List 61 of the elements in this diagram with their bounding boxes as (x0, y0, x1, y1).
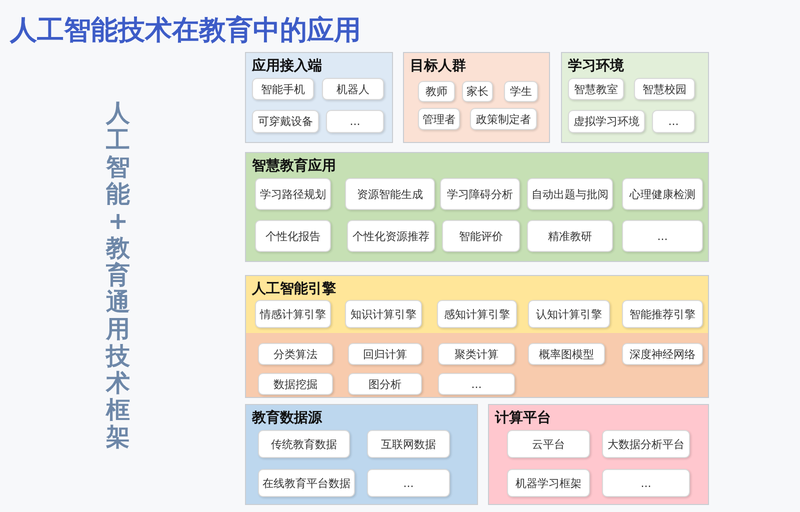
item-card: 传统教育数据 (258, 430, 350, 458)
band (246, 333, 708, 397)
layer-panel (245, 404, 478, 505)
item-card: 图分析 (348, 373, 422, 395)
item-card: 概率图模型 (528, 343, 605, 365)
item-card: 虚拟学习环境 (568, 110, 645, 133)
item-card: 深度神经网络 (622, 343, 703, 365)
item-card: 教师 (418, 81, 455, 102)
item-card: 认知计算引擎 (528, 300, 610, 328)
item-card: 资源智能生成 (345, 178, 435, 210)
item-card: 政策制定者 (470, 108, 537, 130)
item-card: 聚类计算 (438, 343, 515, 365)
panel-heading: 目标人群 (410, 57, 466, 75)
item-card: 心理健康检测 (622, 178, 703, 210)
item-card: 家长 (462, 81, 493, 102)
panel-heading: 计算平台 (495, 409, 551, 427)
layer-panel (245, 275, 709, 398)
panel-heading: 应用接入端 (252, 57, 322, 75)
item-card: ... (438, 373, 515, 395)
item-card: 数据挖掘 (258, 373, 333, 395)
item-card: 管理者 (418, 108, 460, 130)
item-card: 感知计算引擎 (437, 300, 517, 328)
panel-heading: 教育数据源 (252, 409, 322, 427)
panel-heading: 学习环境 (568, 57, 624, 75)
panel-heading: 人工智能引擎 (252, 280, 336, 298)
item-card: 智慧教室 (568, 78, 624, 100)
item-card: 大数据分析平台 (602, 430, 690, 458)
item-card: ... (602, 469, 690, 497)
layer-panel (488, 404, 709, 505)
item-card: 智能手机 (252, 78, 314, 100)
item-card: ... (622, 220, 703, 252)
panel-heading: 智慧教育应用 (252, 157, 336, 175)
item-card: 在线教育平台数据 (258, 469, 355, 497)
item-card: 智能评价 (442, 220, 520, 252)
layer-panel (245, 152, 709, 262)
item-card: 精准教研 (527, 220, 613, 252)
item-card: 个性化报告 (255, 220, 331, 252)
item-card: 可穿戴设备 (252, 110, 319, 133)
item-card: ... (326, 110, 384, 133)
item-card: 学习障碍分析 (440, 178, 520, 210)
layer-panel (561, 52, 709, 143)
item-card: 学生 (504, 81, 538, 102)
item-card: 智能推荐引擎 (622, 300, 703, 328)
item-card: 学习路径规划 (255, 178, 331, 210)
item-card: 机器人 (322, 78, 384, 100)
item-card: ... (652, 110, 695, 133)
item-card: 自动出题与批阅 (527, 178, 613, 210)
item-card: 云平台 (507, 430, 590, 458)
item-card: ... (367, 469, 450, 497)
item-card: 互联网数据 (367, 430, 450, 458)
item-card: 机器学习框架 (507, 469, 590, 497)
layer-panel (245, 52, 393, 143)
layer-panel (403, 52, 550, 143)
vertical-label: 人工智能+教育通用技术框架 (104, 100, 131, 451)
item-card: 个性化资源推荐 (347, 220, 435, 252)
item-card: 智慧校园 (634, 78, 695, 100)
title: 人工智能技术在教育中的应用 (10, 14, 361, 48)
item-card: 知识计算引擎 (345, 300, 422, 328)
item-card: 回归计算 (348, 343, 422, 365)
item-card: 分类算法 (258, 343, 333, 365)
item-card: 情感计算引擎 (255, 300, 331, 328)
